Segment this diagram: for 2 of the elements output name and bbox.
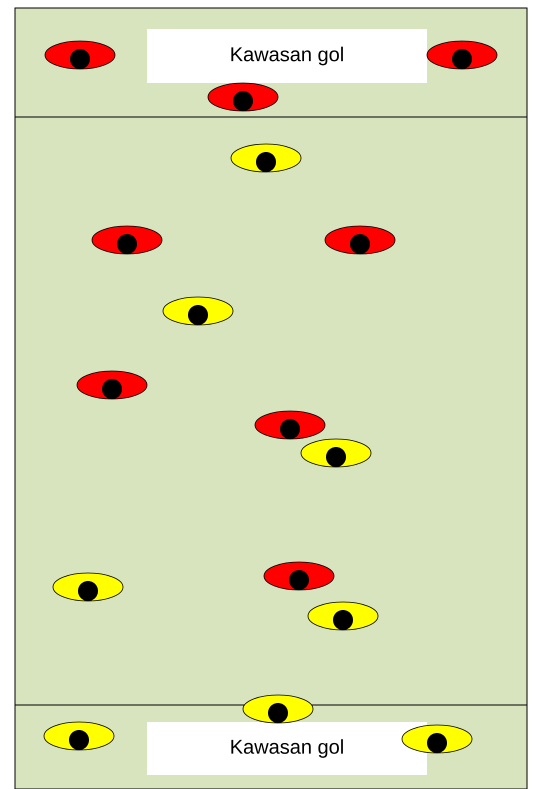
goal-area-box: Kawasan gol: [147, 722, 427, 775]
goal-area-box: Kawasan gol: [147, 29, 427, 83]
